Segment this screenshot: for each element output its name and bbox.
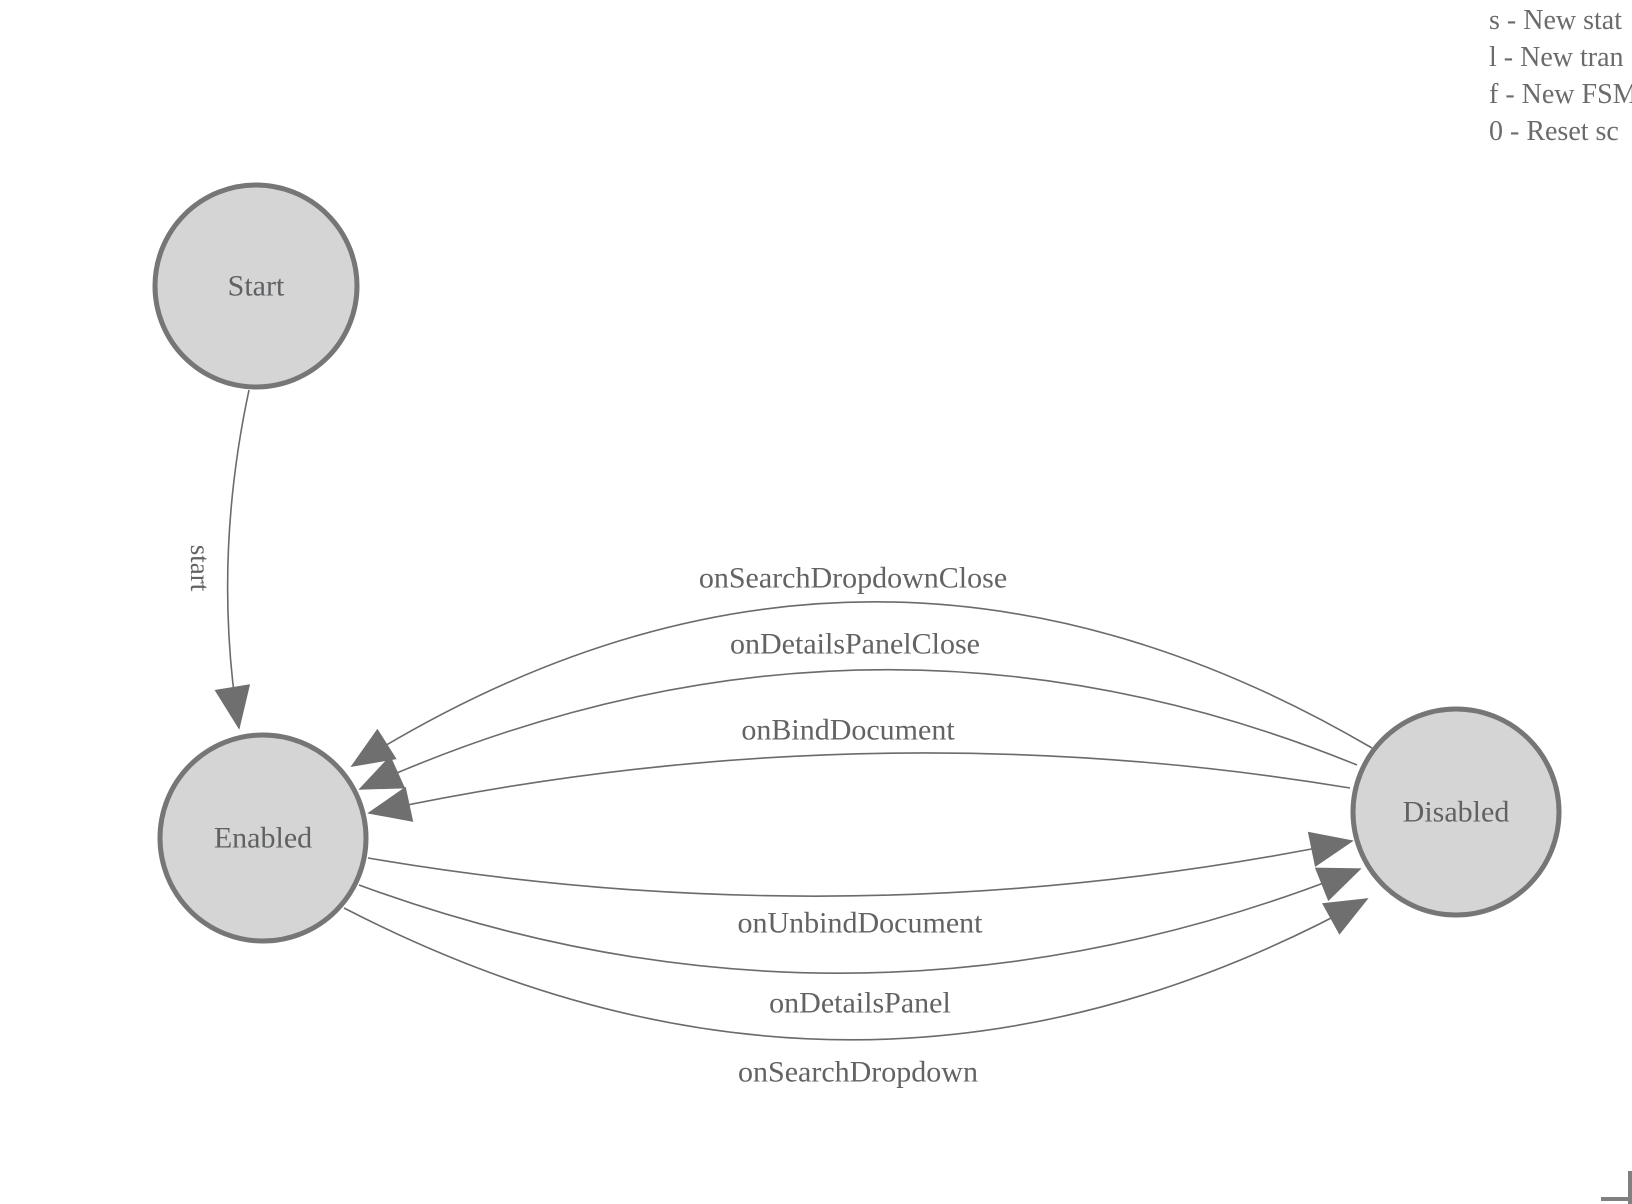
transition-start-to-enabled: start bbox=[185, 389, 251, 730]
transition-disabled-to-enabled-onSearchDropdownClose: onSearchDropdownClose bbox=[350, 562, 1373, 767]
transition-label-disabled-to-enabled-onDetailsPanelClose: onDetailsPanelClose bbox=[730, 628, 980, 661]
transition-disabled-to-enabled-onBindDocument: onBindDocument bbox=[367, 714, 1351, 822]
state-label-enabled: Enabled bbox=[214, 822, 312, 855]
state-circle-disabled[interactable] bbox=[1350, 706, 1562, 918]
state-circle-start[interactable] bbox=[152, 182, 360, 390]
transition-disabled-to-enabled-onDetailsPanelClose: onDetailsPanelClose bbox=[358, 628, 1358, 790]
transition-label-start-to-enabled: start bbox=[185, 545, 215, 592]
transition-path-enabled-to-disabled-onSearchDropdown[interactable] bbox=[343, 898, 1369, 1041]
legend: s - New stat l - New tran f - New FSM 0 - R… bbox=[1489, 2, 1632, 150]
transition-enabled-to-disabled-onSearchDropdown: onSearchDropdown bbox=[343, 898, 1369, 1089]
transition-label-disabled-to-enabled-onSearchDropdownClose: onSearchDropdownClose bbox=[699, 562, 1007, 595]
legend-item: l - New tran bbox=[1489, 42, 1624, 73]
transition-path-disabled-to-enabled-onSearchDropdownClose[interactable] bbox=[350, 601, 1373, 767]
transition-path-enabled-to-disabled-onUnbindDocument[interactable] bbox=[367, 831, 1354, 897]
transition-enabled-to-disabled-onDetailsPanel: onDetailsPanel bbox=[358, 867, 1362, 1020]
transition-label-enabled-to-disabled-onSearchDropdown: onSearchDropdown bbox=[738, 1056, 978, 1089]
state-node-enabled: Enabled bbox=[157, 732, 369, 944]
legend-item: f - New FSM bbox=[1489, 79, 1632, 110]
transition-path-start-to-enabled[interactable] bbox=[214, 389, 251, 730]
state-node-start: Start bbox=[152, 182, 360, 390]
resize-corner-icon[interactable] bbox=[1601, 1171, 1632, 1204]
state-circle-enabled[interactable] bbox=[157, 732, 369, 944]
transition-label-enabled-to-disabled-onDetailsPanel: onDetailsPanel bbox=[769, 987, 951, 1020]
transition-path-disabled-to-enabled-onBindDocument[interactable] bbox=[367, 752, 1351, 822]
state-label-disabled: Disabled bbox=[1403, 796, 1510, 829]
state-node-disabled: Disabled bbox=[1350, 706, 1562, 918]
legend-item: 0 - Reset sc bbox=[1489, 116, 1619, 147]
state-label-start: Start bbox=[228, 270, 285, 303]
transition-label-enabled-to-disabled-onUnbindDocument: onUnbindDocument bbox=[738, 907, 984, 940]
legend-item: s - New stat bbox=[1489, 5, 1622, 36]
transition-label-disabled-to-enabled-onBindDocument: onBindDocument bbox=[741, 714, 955, 747]
transition-enabled-to-disabled-onUnbindDocument: onUnbindDocument bbox=[367, 831, 1354, 940]
transition-path-disabled-to-enabled-onDetailsPanelClose[interactable] bbox=[358, 668, 1358, 790]
transition-path-enabled-to-disabled-onDetailsPanel[interactable] bbox=[358, 867, 1362, 974]
